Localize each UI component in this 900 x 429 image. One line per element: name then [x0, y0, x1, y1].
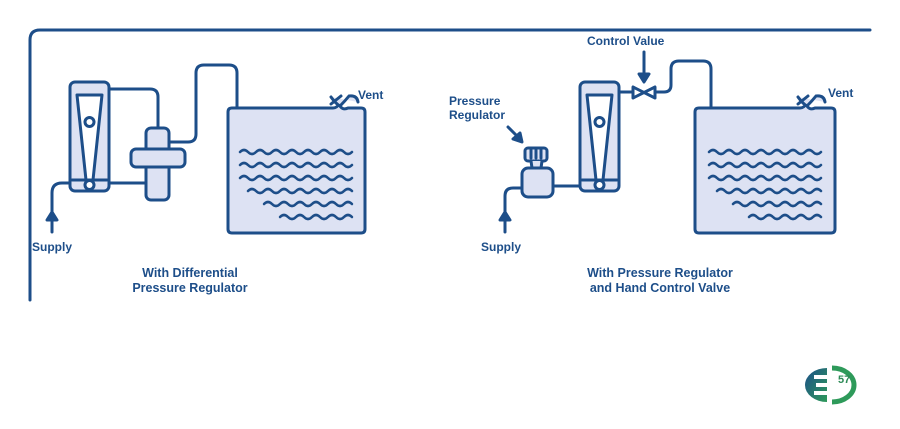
tank-right — [693, 94, 837, 235]
pressure-regulator-label-line2: Regulator — [449, 108, 506, 122]
caption-right: With Pressure Regulator and Hand Control… — [560, 266, 760, 296]
caption-left: With Differential Pressure Regulator — [100, 266, 280, 296]
pipe-valve-to-tank-right — [654, 59, 713, 110]
vent-label-right: Vent — [828, 86, 854, 100]
supply-label-right: Supply — [481, 240, 522, 254]
supply-arrow-right — [498, 210, 512, 234]
water-right — [707, 148, 823, 221]
pressure-regulator-label: Pressure Regulator — [449, 94, 505, 122]
pressure-regulator-right — [520, 146, 555, 199]
supply-arrow-left — [45, 210, 59, 234]
pressure-regulator-label-line1: Pressure — [449, 94, 501, 108]
pressure-regulator-arrow — [506, 125, 524, 144]
water-left — [238, 148, 354, 221]
vent-label-left: Vent — [358, 88, 384, 102]
supply-label-left: Supply — [32, 240, 73, 254]
control-valve-arrow — [637, 50, 651, 84]
caption-left-line1: With Differential — [142, 266, 238, 280]
differential-pressure-regulator — [129, 126, 187, 202]
flowmeter-left — [68, 80, 111, 193]
tank-left — [226, 94, 367, 235]
control-valve-icon — [631, 85, 657, 100]
logo-right-arc — [831, 365, 857, 405]
logo — [805, 365, 857, 405]
supply-pipe-left — [50, 181, 74, 214]
caption-right-line1: With Pressure Regulator — [587, 266, 733, 280]
pipe-flowmeter-top-left — [108, 87, 160, 130]
caption-left-line2: Pressure Regulator — [132, 281, 248, 295]
supply-pipe-right — [503, 186, 524, 214]
pipe-regulator-to-tank-left — [166, 63, 239, 144]
caption-right-line2: and Hand Control Valve — [589, 281, 731, 295]
control-valve-label: Control Value — [587, 34, 665, 48]
frame-border — [28, 28, 872, 302]
logo-number: 57 — [838, 374, 851, 386]
flowmeter-right — [578, 80, 621, 193]
